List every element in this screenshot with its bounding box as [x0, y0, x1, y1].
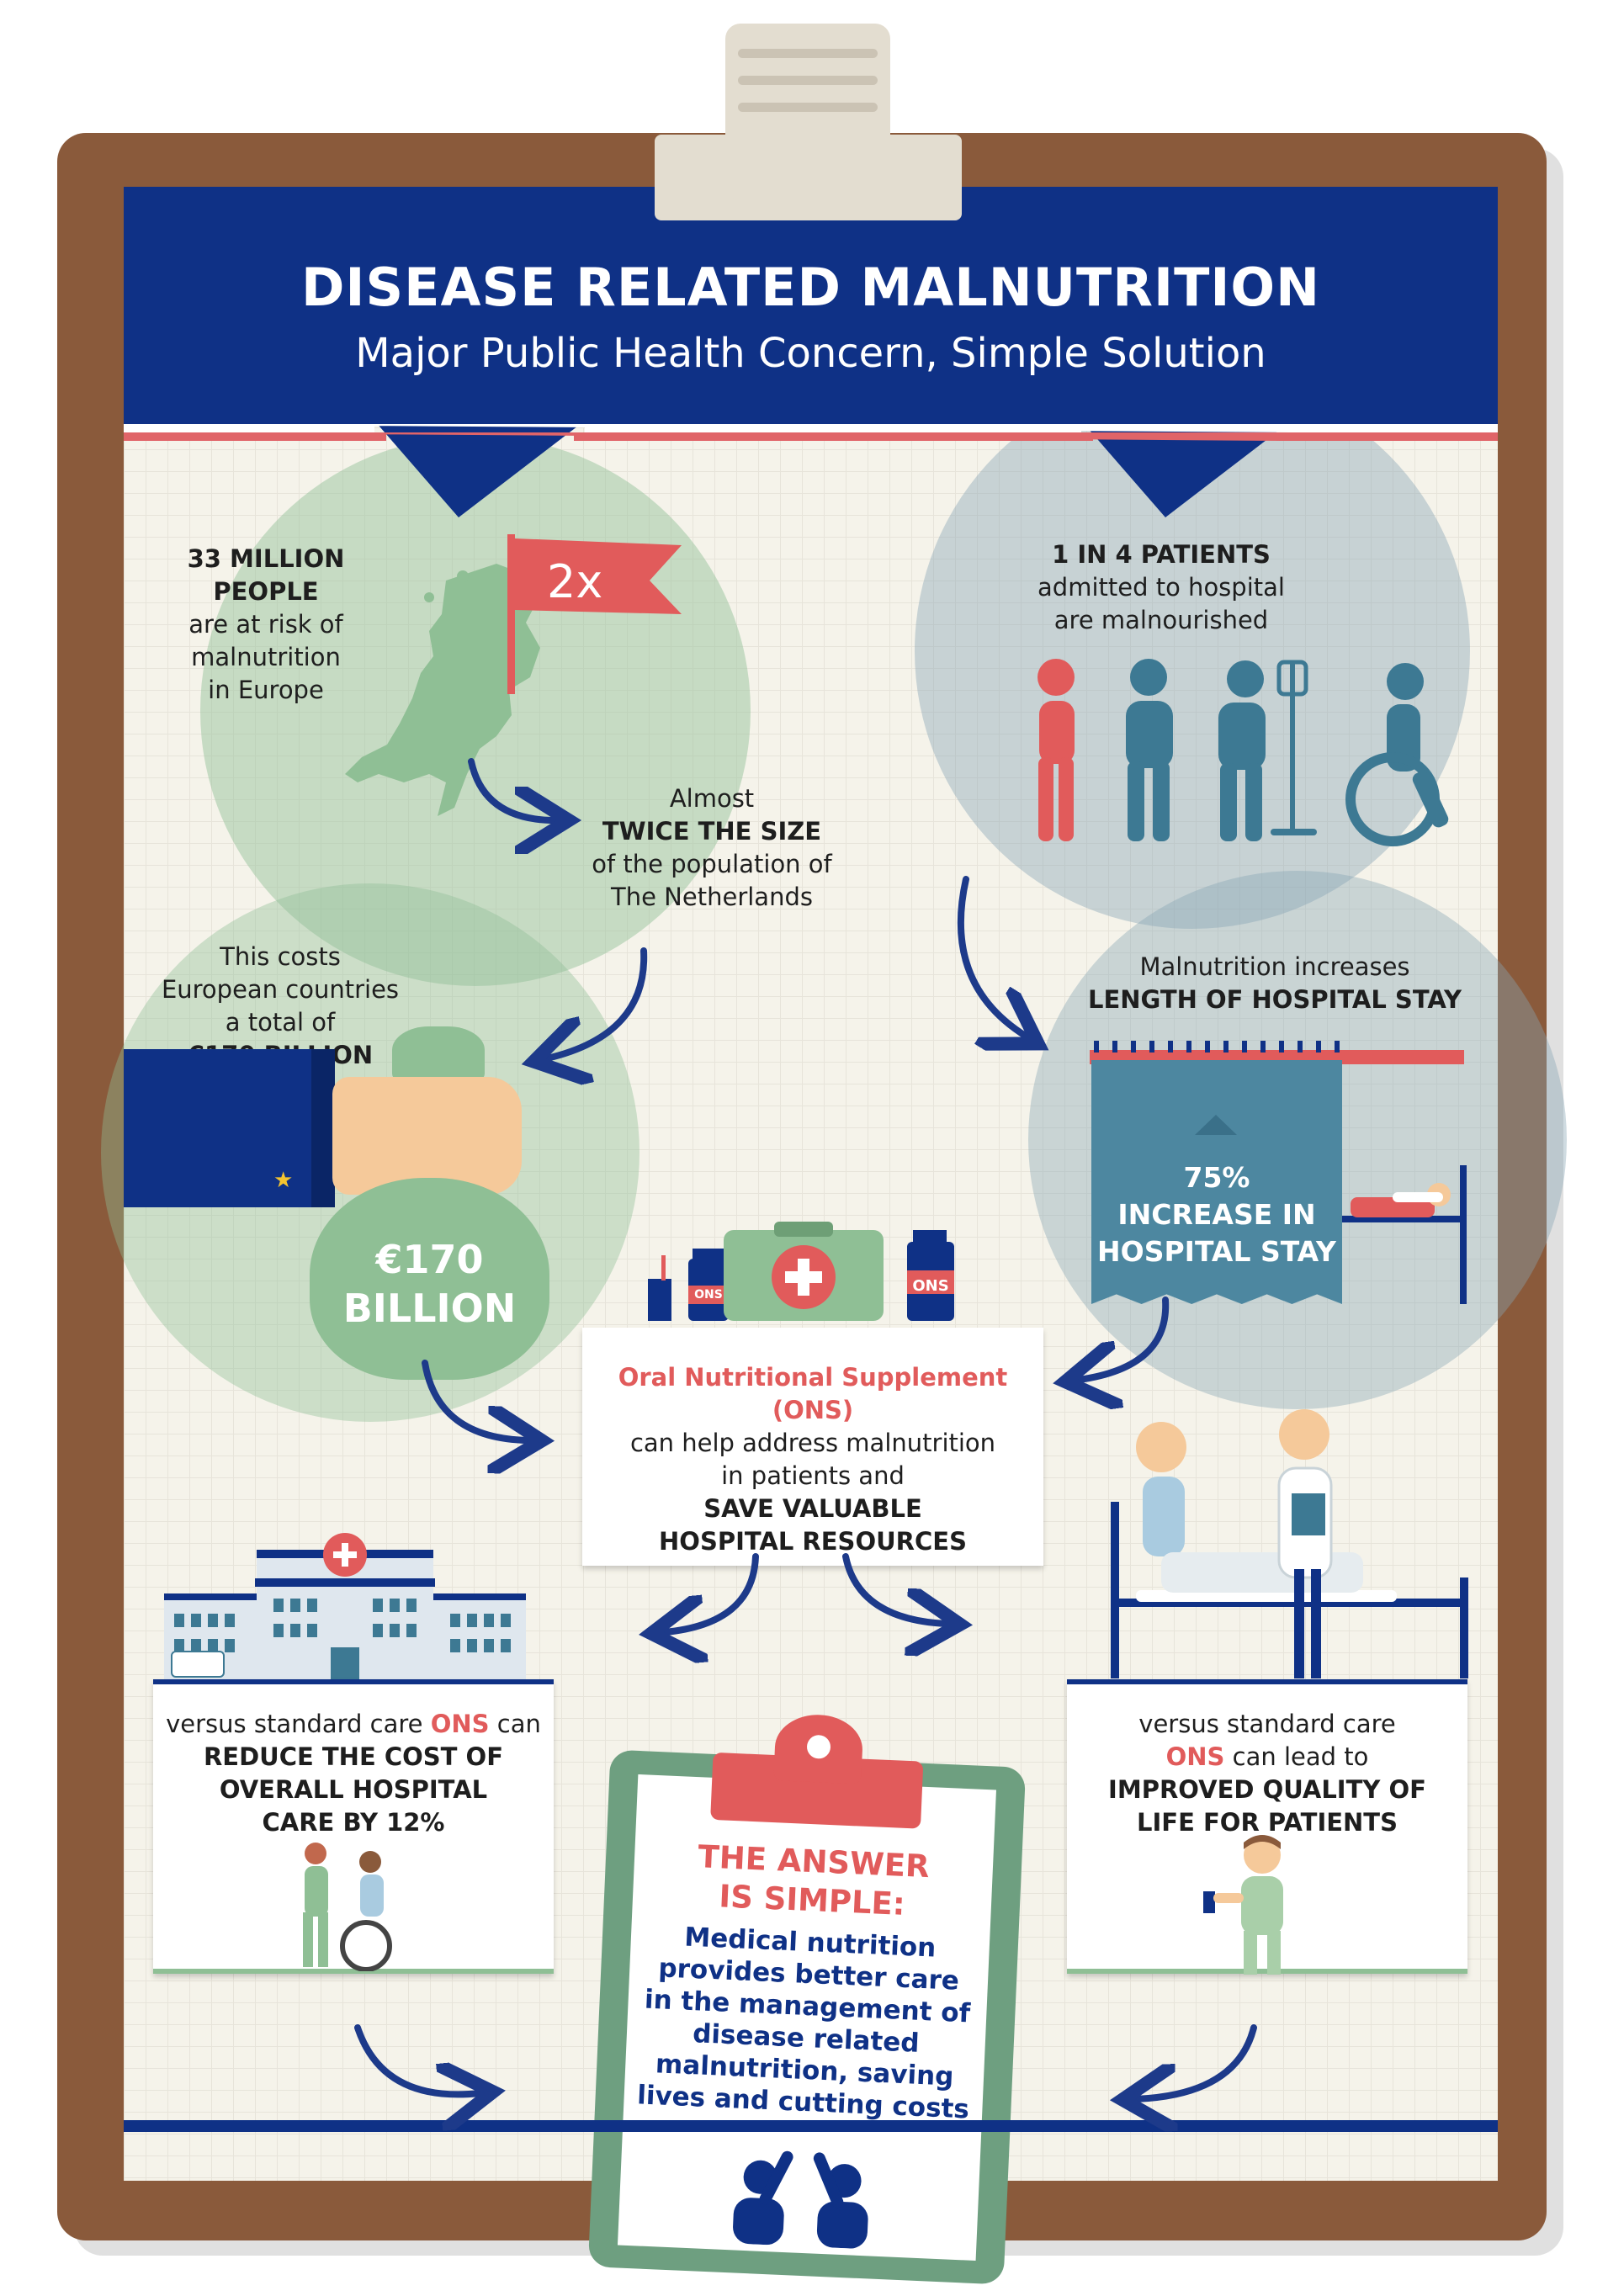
ons-text: in patients and: [721, 1461, 905, 1490]
stay-highlight: LENGTH OF HOSPITAL STAY: [1087, 985, 1462, 1014]
stay-increase-text: HOSPITAL STAY: [1097, 1235, 1336, 1268]
stay-text: Malnutrition increases: [1139, 952, 1410, 981]
costs-text: European countries: [161, 975, 400, 1004]
patients-stat-text: admitted to hospital: [1038, 573, 1285, 602]
ons-title: Oral Nutritional Supplement (ONS): [618, 1363, 1008, 1424]
banner-pointers: [374, 421, 1292, 517]
page-subtitle: Major Public Health Concern, Simple Solu…: [355, 330, 1266, 377]
high-five-icon: [733, 2150, 868, 2249]
header-stripe: [124, 424, 1498, 432]
patients-stat: 1 IN 4 PATIENTS admitted to hospital are…: [1010, 538, 1313, 637]
cost-card-text: can: [489, 1710, 541, 1738]
hospital-building-icon: [164, 1533, 526, 1679]
eu-star-icon: ★: [273, 1168, 294, 1193]
stay-increase-text: INCREASE IN: [1117, 1198, 1316, 1231]
cost-card-highlight: REDUCE THE COST OF: [203, 1742, 504, 1771]
flag-pole: [507, 534, 515, 694]
europe-stat-number: 33 MILLION: [187, 544, 345, 573]
quality-of-life-card: versus standard care ONS can lead to IMP…: [1067, 1679, 1467, 1974]
quality-card-highlight: LIFE FOR PATIENTS: [1137, 1808, 1398, 1837]
money-bag-icon: [310, 1178, 549, 1380]
money-bag-amount: €170: [375, 1237, 484, 1282]
ons-bottle-label: ONS: [912, 1277, 949, 1295]
europe-stat-unit: PEOPLE: [213, 577, 319, 606]
hospital-bed-icon: [1342, 1165, 1467, 1304]
patients-stat-text: are malnourished: [1053, 606, 1269, 634]
stay-stat: Malnutrition increases LENGTH OF HOSPITA…: [1085, 951, 1464, 1016]
netherlands-text: Almost: [669, 784, 755, 813]
flag-icon: [515, 538, 682, 614]
money-bag-top: [392, 1026, 485, 1085]
money-bag-unit: BILLION: [342, 1286, 517, 1331]
doctor-patient-icon: [1111, 1409, 1468, 1678]
patients-stat-number: 1 IN 4 PATIENTS: [1052, 540, 1271, 569]
ons-highlight: ONS: [430, 1710, 490, 1738]
netherlands-text: The Netherlands: [611, 883, 813, 911]
nurse-wheelchair-icon: [303, 1843, 392, 1971]
netherlands-highlight: TWICE THE SIZE: [602, 817, 822, 846]
eu-sleeve: [124, 1049, 334, 1207]
europe-stat-text: are at risk of: [188, 610, 343, 639]
curtain-pointer: [1195, 1115, 1237, 1135]
cost-card-highlight: CARE BY 12%: [262, 1808, 445, 1837]
patients-pictogram-icon: [1038, 659, 1449, 846]
costs-text: a total of: [225, 1008, 336, 1037]
stay-percent: 75%: [1183, 1161, 1250, 1194]
flag-label: 2x: [547, 555, 603, 608]
header-red-stripe: [124, 432, 1498, 441]
header-banner: [124, 187, 1498, 424]
europe-stat-text: malnutrition: [191, 643, 341, 671]
clip-line: [738, 49, 878, 58]
ons-card: Oral Nutritional Supplement (ONS) can he…: [582, 1328, 1043, 1566]
clip-line: [738, 76, 878, 85]
medical-kit-icon: [648, 1222, 954, 1321]
hand-icon: [332, 1077, 522, 1195]
quality-card-text: can lead to: [1224, 1742, 1369, 1771]
ons-text: can help address malnutrition: [629, 1429, 996, 1457]
page-title: DISEASE RELATED MALNUTRITION: [300, 257, 1321, 318]
netherlands-text: of the population of: [592, 850, 832, 878]
clip-line: [738, 103, 878, 112]
answer-clipboard: THE ANSWER IS SIMPLE: Medical nutrition …: [587, 1713, 1027, 2285]
cost-card-text: versus standard care: [166, 1710, 431, 1738]
netherlands-comparison: Almost TWICE THE SIZE of the population …: [577, 782, 846, 914]
quality-card-highlight: IMPROVED QUALITY OF: [1108, 1775, 1426, 1804]
europe-stat-text: in Europe: [208, 676, 324, 704]
sleeve-cuff: [311, 1049, 335, 1207]
curtain-icon: [1091, 1060, 1342, 1304]
costs-text: This costs: [220, 942, 341, 971]
answer-body: Medical nutrition provides better care i…: [624, 1919, 990, 2126]
cost-card-intro: versus standard care ONS can: [153, 1708, 554, 1741]
happy-patient-icon: [1203, 1835, 1283, 1975]
stay-increase: 75% INCREASE IN HOSPITAL STAY: [1091, 1159, 1342, 1270]
europe-stat: 33 MILLION PEOPLE are at risk of malnutr…: [157, 543, 375, 707]
ons-bottle-label: ONS: [694, 1288, 723, 1302]
netherlands-map-icon: [345, 534, 682, 816]
ambulance-icon: [171, 1651, 225, 1678]
ons-highlight: SAVE VALUABLE: [703, 1494, 922, 1523]
bottom-stripe: [124, 2120, 1498, 2132]
quality-card-text: versus standard care: [1138, 1710, 1396, 1738]
curtain-rings: [1094, 1041, 1346, 1053]
ons-highlight: HOSPITAL RESOURCES: [659, 1527, 967, 1556]
cost-card-highlight: OVERALL HOSPITAL: [219, 1775, 488, 1804]
answer-heading: THE ANSWER IS SIMPLE:: [632, 1835, 994, 1927]
money-bag-label: €170 BILLION: [310, 1235, 549, 1333]
ons-highlight: ONS: [1165, 1742, 1225, 1771]
